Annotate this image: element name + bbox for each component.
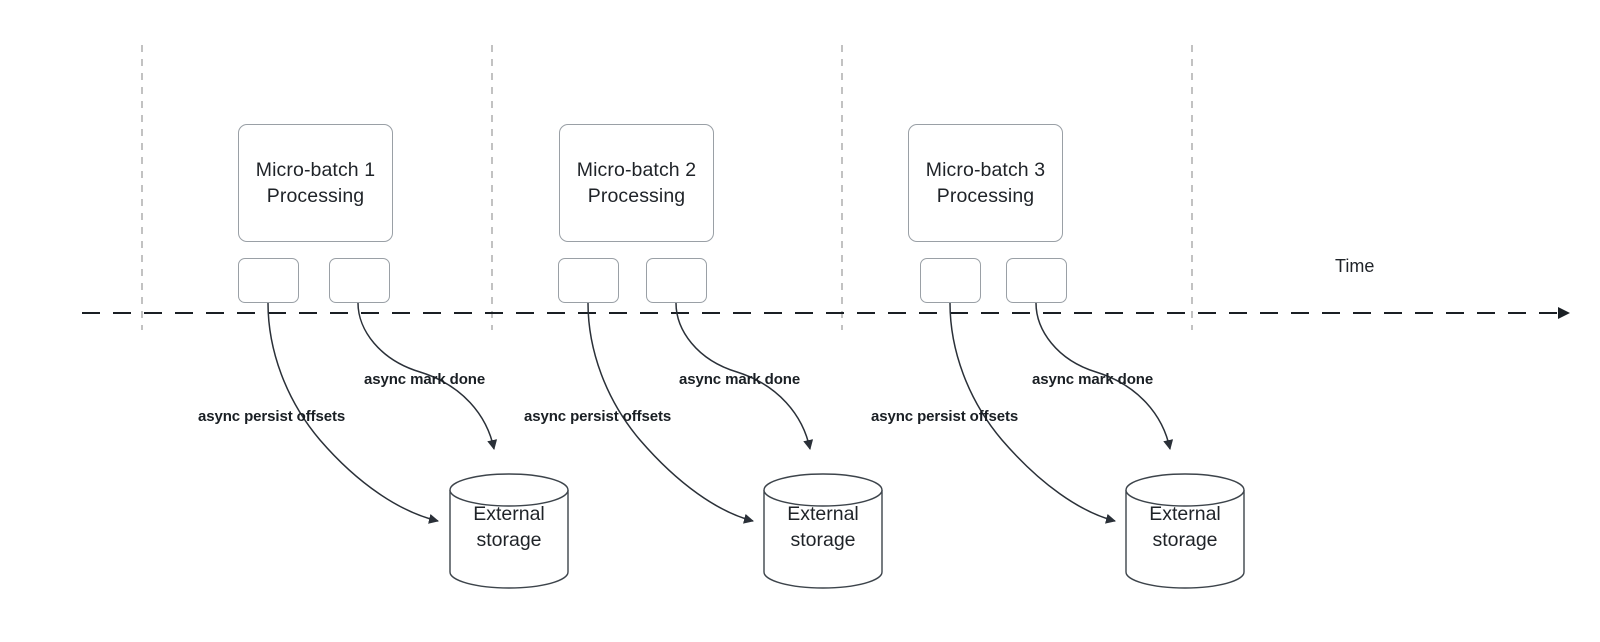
process-box-micro-batch-1[interactable]: Micro-batch 1 Processing bbox=[238, 124, 393, 242]
process-box-line2-3: Processing bbox=[936, 185, 1035, 207]
edge-persist-offsets-2 bbox=[587, 302, 754, 524]
process-box-label-1: Micro-batch 1 Processing bbox=[256, 157, 375, 209]
timeline-tick-group bbox=[141, 45, 1193, 330]
process-box-line1-1: Micro-batch 1 bbox=[255, 159, 376, 181]
edge-label-persist-offsets-2: async persist offsets bbox=[524, 408, 672, 425]
task-box-persist-1[interactable] bbox=[238, 258, 299, 303]
process-box-label-2: Micro-batch 2 Processing bbox=[577, 157, 696, 209]
edge-label-mark-done-3: async mark done bbox=[1032, 371, 1154, 388]
time-axis-label: Time bbox=[1335, 256, 1375, 276]
cylinder-external-storage-1[interactable] bbox=[449, 473, 569, 589]
cylinder-external-storage-3[interactable] bbox=[1125, 473, 1245, 589]
edge-mark-done-3 bbox=[1035, 302, 1174, 450]
task-box-persist-2[interactable] bbox=[558, 258, 619, 303]
task-box-markdone-3[interactable] bbox=[1006, 258, 1067, 303]
edge-persist-offsets-1 bbox=[267, 302, 439, 524]
process-box-line2-2: Processing bbox=[587, 185, 686, 207]
task-box-persist-3[interactable] bbox=[920, 258, 981, 303]
process-box-line1-2: Micro-batch 2 bbox=[576, 159, 697, 181]
process-box-micro-batch-2[interactable]: Micro-batch 2 Processing bbox=[559, 124, 714, 242]
cylinder-external-storage-2[interactable] bbox=[763, 473, 883, 589]
edge-label-persist-offsets-1: async persist offsets bbox=[198, 408, 346, 425]
process-box-line2-1: Processing bbox=[266, 185, 365, 207]
edge-group-2 bbox=[587, 302, 814, 524]
task-box-markdone-2[interactable] bbox=[646, 258, 707, 303]
edge-label-persist-offsets-3: async persist offsets bbox=[871, 408, 1019, 425]
edge-mark-done-1 bbox=[357, 302, 498, 450]
process-box-line1-3: Micro-batch 3 bbox=[925, 159, 1046, 181]
edge-label-mark-done-1: async mark done bbox=[364, 371, 486, 388]
edge-group-1 bbox=[267, 302, 498, 524]
edge-mark-done-2 bbox=[675, 302, 814, 450]
edge-label-mark-done-2: async mark done bbox=[679, 371, 801, 388]
edge-persist-offsets-3 bbox=[949, 302, 1116, 524]
edge-group-3 bbox=[949, 302, 1174, 524]
process-box-micro-batch-3[interactable]: Micro-batch 3 Processing bbox=[908, 124, 1063, 242]
task-box-markdone-1[interactable] bbox=[329, 258, 390, 303]
process-box-label-3: Micro-batch 3 Processing bbox=[926, 157, 1045, 209]
